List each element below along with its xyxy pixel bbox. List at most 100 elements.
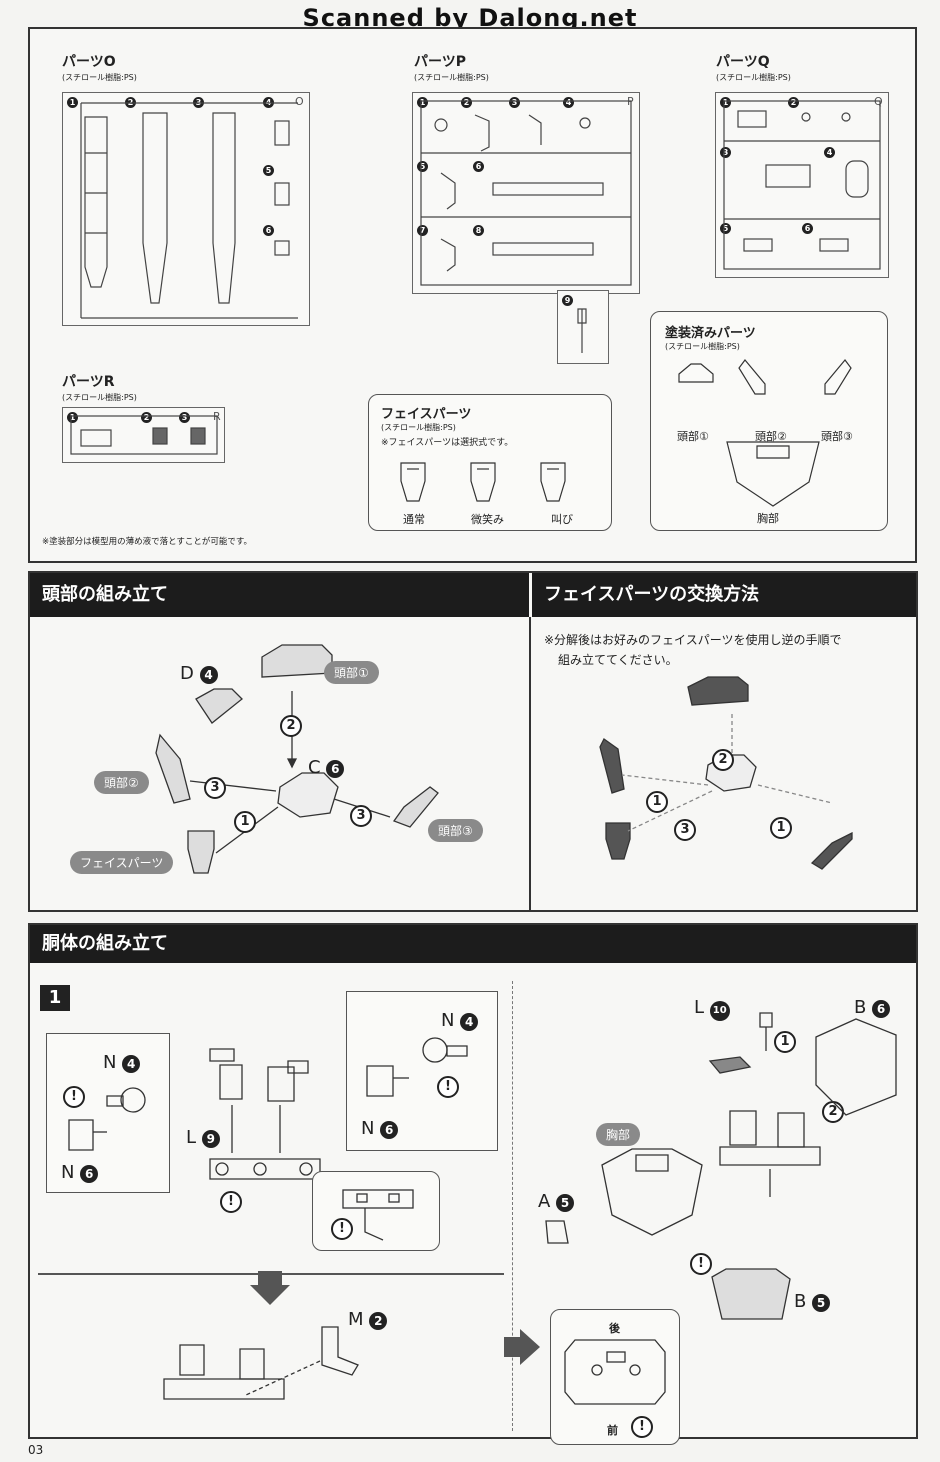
pill-head-1: 頭部①: [324, 661, 379, 684]
part-r-title: パーツR: [62, 374, 115, 390]
m2-assembly-drawing: [163, 1326, 359, 1400]
step-marker: 1: [234, 811, 256, 833]
step-marker: 2: [280, 715, 302, 737]
label-b5-number: 5: [812, 1294, 831, 1312]
section-divider: [529, 617, 531, 910]
chest-part-drawing: [601, 1148, 703, 1236]
painted-parts-drawing: [678, 359, 852, 507]
tab-detail-box: !: [312, 1171, 440, 1251]
face-parts-material: (スチロール樹脂:PS): [381, 423, 456, 432]
label-l9-number: 9: [201, 1130, 220, 1148]
part-p-header: パーツP (スチロール樹脂:PS): [414, 51, 489, 83]
label-b6-letter: B: [854, 997, 867, 1018]
face-parts-box: フェイスパーツ (スチロール樹脂:PS) ※フェイスパーツは選択式です。 通常 …: [368, 394, 612, 531]
label-n4-b: N 4: [441, 1010, 479, 1031]
paint-removal-note: ※塗装部分は模型用の薄め液で落とすことが可能です。: [42, 537, 253, 547]
part-p-sprue: 1 2 3 4 5 6 7 8 P: [412, 92, 640, 294]
label-l10: L 10: [694, 997, 730, 1021]
label-l10-number: 10: [709, 1001, 730, 1021]
pill-chest: 胸部: [596, 1123, 641, 1146]
pill-head-3: 頭部③: [428, 819, 483, 842]
label-a5-number: 5: [556, 1194, 575, 1212]
caution-mark: !: [63, 1086, 85, 1108]
a5-part-drawing: [545, 1220, 569, 1244]
label-n6b-letter: N: [361, 1118, 375, 1139]
sprue-number: 4: [824, 147, 835, 158]
sprue-number: 8: [473, 225, 484, 236]
step-marker: 1: [646, 791, 668, 813]
label-b5: B 5: [794, 1291, 831, 1312]
part-p9-drawing: [577, 308, 587, 353]
label-n6b-number: 6: [380, 1121, 399, 1139]
part-q-sprue: 1 2 3 4 5 6 Q: [715, 92, 889, 278]
sprue-corner-letter: O: [295, 95, 304, 108]
step-marker: 1: [774, 1031, 796, 1053]
label-n6-b: N 6: [361, 1118, 399, 1139]
face-exchange-note-2: 組み立ててください。: [558, 653, 678, 667]
caution-mark: !: [331, 1218, 353, 1240]
label-b5-letter: B: [794, 1291, 807, 1312]
part-r-parts-drawing: [70, 415, 218, 455]
label-n4b-letter: N: [441, 1010, 455, 1031]
sprue-number: 6: [473, 161, 484, 172]
part-p-sub-sprue: 9: [557, 290, 609, 364]
label-l9-letter: L: [186, 1127, 197, 1148]
face-option-normal: 通常: [403, 513, 425, 526]
label-n4: N 4: [103, 1052, 141, 1073]
step-marker: 3: [674, 819, 696, 841]
sprue-number: 1: [417, 97, 428, 108]
label-back: 後: [609, 1322, 620, 1335]
caution-mark: !: [437, 1076, 459, 1098]
head-section-frame: 頭部の組み立て フェイスパーツの交換方法 D 4 頭部① 頭部② 頭部③ フェイ…: [28, 571, 918, 912]
label-front: 前: [607, 1424, 618, 1437]
sprue-number: 7: [417, 225, 428, 236]
label-n6-letter: N: [61, 1162, 75, 1183]
n-parts-drawing-2: [366, 1037, 468, 1097]
face-exchange-diagram: [599, 676, 853, 870]
label-n6-number: 6: [80, 1165, 99, 1183]
painted-head-1: 頭部①: [677, 430, 709, 443]
head-assembly-header: 頭部の組み立て: [30, 573, 529, 617]
step-marker: 1: [770, 817, 792, 839]
label-l9: L 9: [186, 1127, 220, 1148]
torso-section-frame: 胴体の組み立て 1 N 4 N 6 ! N 4 N 6 !: [28, 923, 918, 1445]
down-arrow-icon: [250, 1271, 290, 1305]
label-n4b-number: 4: [460, 1013, 479, 1031]
painted-parts-box: 塗装済みパーツ (スチロール樹脂:PS) 頭部① 頭部② 頭部③ 胸部: [650, 311, 888, 531]
parts-list-frame: パーツO (スチロール樹脂:PS) 1 2 3 4 5 6 O パーツP (スチ…: [28, 27, 917, 563]
part-r-header: パーツR (スチロール樹脂:PS): [62, 371, 137, 403]
label-d: D 4: [180, 663, 218, 684]
label-c: C 6: [308, 757, 345, 778]
sprue-number: 5: [263, 165, 274, 176]
torso-assembly-header: 胴体の組み立て: [30, 925, 916, 963]
sprue-number: 3: [509, 97, 520, 108]
painted-head-3: 頭部③: [821, 430, 853, 443]
sprue-number: 1: [720, 97, 731, 108]
sprue-number: 9: [562, 295, 573, 306]
caution-mark: !: [631, 1416, 653, 1438]
face-parts-note: ※フェイスパーツは選択式です。: [381, 438, 514, 448]
step-number-badge: 1: [40, 985, 70, 1011]
painted-head-2: 頭部②: [755, 430, 787, 443]
label-m2-number: 2: [369, 1312, 388, 1330]
label-c-letter: C: [308, 757, 321, 778]
part-o-title: パーツO: [62, 54, 116, 70]
sprue-number: 2: [461, 97, 472, 108]
step-marker: 2: [712, 749, 734, 771]
label-a5: A 5: [538, 1191, 575, 1212]
n-parts-detail-box-2: N 4 N 6 !: [346, 991, 498, 1151]
face-exchange-header: フェイスパーツの交換方法: [532, 573, 916, 617]
face-parts-drawing: [400, 462, 566, 502]
label-l10-letter: L: [694, 997, 705, 1018]
n-parts-drawing: [68, 1087, 146, 1151]
chest-assembly-drawing: [708, 1012, 897, 1197]
label-d-number: 4: [199, 666, 218, 684]
painted-parts-title: 塗装済みパーツ: [665, 326, 756, 341]
part-p-title: パーツP: [414, 54, 466, 70]
step-marker: 3: [204, 777, 226, 799]
part-o-parts-drawing: [80, 102, 298, 319]
chest-view-box: 後 前 !: [550, 1309, 680, 1445]
part-q-header: パーツQ (スチロール樹脂:PS): [716, 51, 791, 83]
part-p-parts-drawing: [420, 100, 632, 286]
label-d-letter: D: [180, 663, 194, 684]
